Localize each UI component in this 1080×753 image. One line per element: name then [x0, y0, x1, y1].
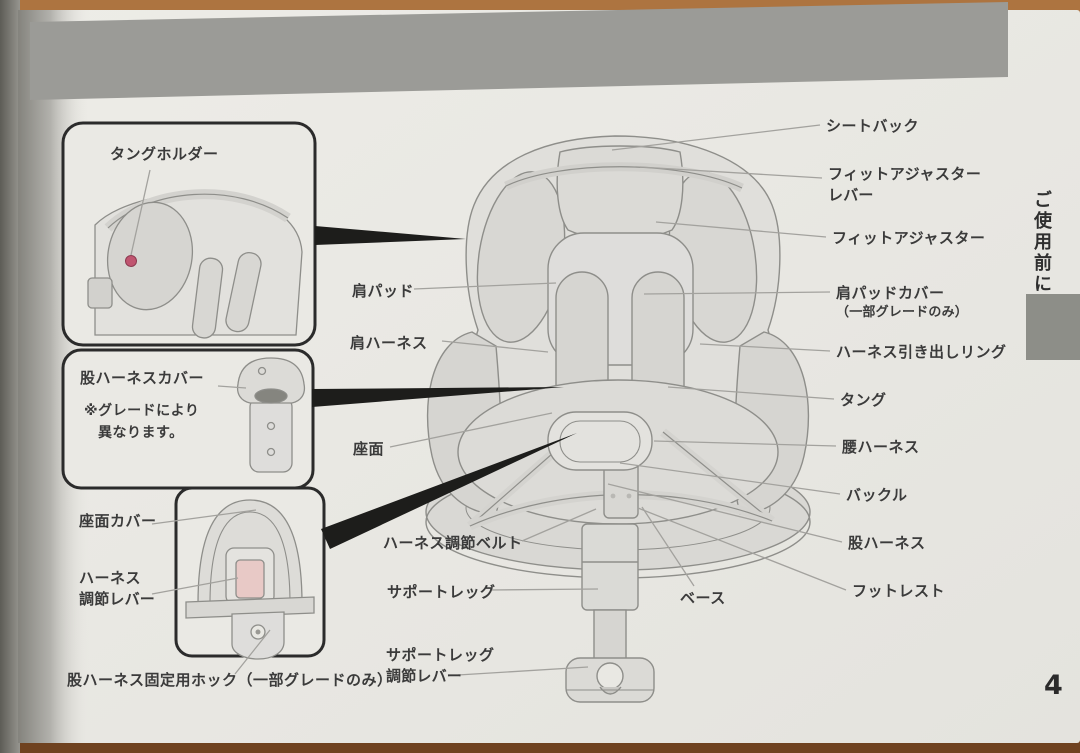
label-crotch-harness: 股ハーネス [848, 534, 926, 552]
label-shoulder-pad-cover-line1: 肩パッドカバー [836, 284, 945, 302]
crotch-pad [547, 411, 653, 471]
label-support-leg-lever: サポートレッグ 調節レバー [386, 645, 495, 687]
label-footrest: フットレスト [852, 582, 946, 600]
book-spine-edge [0, 0, 20, 753]
page-number: 4 [1044, 670, 1063, 701]
label-shoulder-harness: 肩ハーネス [350, 334, 428, 352]
label-support-leg-lever-line2: 調節レバー [386, 667, 463, 685]
callout-wedge-tongue-holder [315, 226, 466, 245]
label-support-leg: サポートレッグ [387, 583, 496, 601]
label-shoulder-pad-cover: 肩パッドカバー （一部グレードのみ） [836, 283, 968, 322]
label-fit-adjuster-lever: フィットアジャスター レバー [828, 164, 981, 206]
label-support-leg-lever-line1: サポートレッグ [386, 646, 495, 664]
label-tongue: タング [840, 391, 887, 409]
callout-wedge-crotch-cover [312, 387, 564, 407]
head-pad [556, 145, 684, 242]
label-seat-surface: 座面 [353, 440, 385, 458]
support-leg-lower [593, 609, 627, 661]
inset-crotch-cover-note1: ※グレードにより [84, 403, 200, 419]
header-band [30, 2, 1008, 100]
inset-crotch-cover-title: 股ハーネスカバー [80, 369, 205, 387]
car-seat-illustration [425, 135, 811, 703]
callout-wedge-seat-base [321, 433, 577, 549]
label-harness-adjust-lever-line2: 調節レバー [79, 590, 156, 608]
label-harness-adjust-belt: ハーネス調節ベルト [383, 534, 523, 552]
seat-base-drawing [185, 499, 315, 660]
tongue-holder-drawing [87, 189, 303, 339]
callout-lines [130, 124, 847, 676]
label-seat-cover: 座面カバー [79, 512, 157, 530]
crotch-cover-drawing [236, 357, 306, 473]
label-shoulder-pad: 肩パッド [352, 282, 415, 300]
support-leg-upper [581, 523, 639, 611]
label-fit-adjuster: フィットアジャスター [832, 229, 986, 247]
inset-tongue-holder-title: タングホルダー [110, 145, 219, 163]
label-fit-adjuster-lever-line2: レバー [828, 186, 874, 204]
label-shoulder-pad-cover-note: （一部グレードのみ） [836, 305, 969, 320]
chapter-tab-rect [1026, 294, 1080, 360]
label-harness-adjust-lever-line1: ハーネス [79, 569, 142, 587]
inset-crotch-cover-note2: 異なります。 [98, 425, 184, 441]
label-lap-harness: 腰ハーネス [842, 438, 920, 456]
label-seat-back: シートバック [826, 117, 920, 135]
label-harness-pullout-ring: ハーネス引き出しリング [836, 343, 1007, 361]
label-harness-adjust-lever: ハーネス 調節レバー [79, 568, 155, 610]
label-fit-adjuster-lever-line1: フィットアジャスター [828, 165, 982, 183]
label-buckle: バックル [846, 486, 908, 504]
label-crotch-harness-hook: 股ハーネス固定用ホック（一部グレードのみ） [67, 671, 393, 689]
chapter-tab-label: ご使用前に [1031, 190, 1052, 295]
label-base: ベース [680, 589, 726, 607]
